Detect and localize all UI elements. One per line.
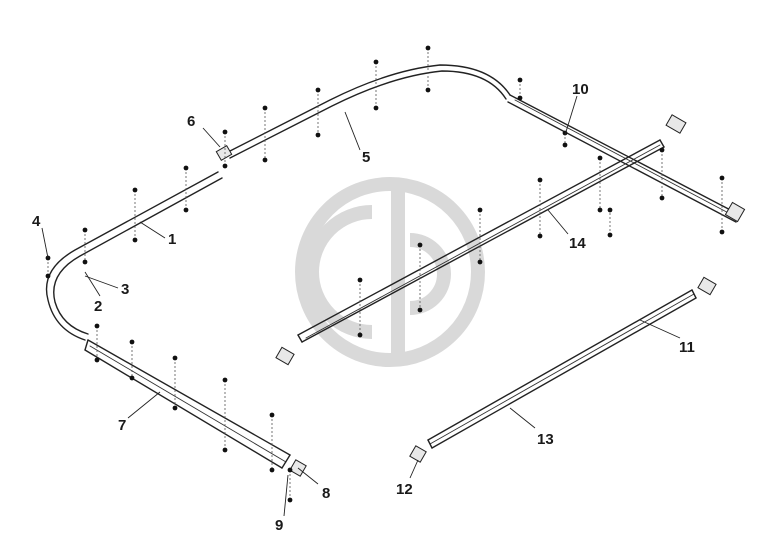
callout-2: 2 — [94, 298, 102, 315]
fastener-head — [517, 77, 523, 83]
fastener-head — [82, 227, 88, 233]
fastener-head — [425, 87, 431, 93]
callout-6: 6 — [187, 113, 195, 130]
fastener-head — [222, 377, 228, 383]
fastener-head — [287, 497, 293, 503]
fastener-head — [183, 207, 189, 213]
callout-11: 11 — [679, 339, 695, 356]
fastener-head — [659, 147, 665, 153]
fastener-head — [287, 467, 293, 473]
callout-1: 1 — [168, 231, 176, 248]
fastener-head — [183, 165, 189, 171]
fastener-head — [562, 142, 568, 148]
fastener-head — [659, 195, 665, 201]
fastener-head — [425, 45, 431, 51]
rail-11 — [427, 289, 697, 449]
callout-14: 14 — [569, 235, 586, 252]
fastener-head — [45, 273, 51, 279]
callout-5: 5 — [362, 149, 370, 166]
leader-lines — [41, 95, 681, 517]
callout-3: 3 — [121, 281, 129, 298]
fastener-head — [537, 177, 543, 183]
fastener-head — [129, 339, 135, 345]
fastener-head — [597, 155, 603, 161]
callout-10: 10 — [572, 81, 589, 98]
fastener-head — [269, 467, 275, 473]
callout-9: 9 — [275, 517, 283, 534]
fastener-head — [315, 87, 321, 93]
callout-4: 4 — [32, 213, 41, 230]
callout-13: 13 — [537, 431, 554, 448]
fastener-head — [262, 105, 268, 111]
callout-12: 12 — [396, 481, 413, 498]
part-6-strip — [215, 144, 233, 162]
fastener-head — [269, 412, 275, 418]
brackets — [275, 114, 717, 477]
fastener-head — [315, 132, 321, 138]
fasteners — [45, 45, 725, 503]
fastener-head — [222, 163, 228, 169]
rail-14 — [297, 139, 665, 343]
fastener-head — [607, 232, 613, 238]
callout-8: 8 — [322, 485, 330, 502]
fastener-head — [719, 175, 725, 181]
fastener-head — [172, 405, 178, 411]
fastener-head — [357, 277, 363, 283]
upper-curved-rail — [45, 64, 511, 341]
logo-watermark-icon — [295, 177, 485, 367]
fastener-head — [172, 355, 178, 361]
fastener-head — [517, 95, 523, 101]
fastener-head — [417, 242, 423, 248]
rail-10 — [507, 94, 746, 223]
fastener-head — [222, 129, 228, 135]
fastener-head — [222, 447, 228, 453]
fastener-head — [132, 237, 138, 243]
fastener-head — [82, 259, 88, 265]
fastener-head — [262, 157, 268, 163]
rail-7 — [84, 339, 291, 469]
fastener-head — [94, 357, 100, 363]
fastener-head — [373, 105, 379, 111]
fastener-head — [129, 375, 135, 381]
fastener-head — [94, 323, 100, 329]
fastener-head — [537, 233, 543, 239]
fastener-head — [373, 59, 379, 65]
fastener-head — [477, 207, 483, 213]
fastener-head — [417, 307, 423, 313]
callout-7: 7 — [118, 417, 126, 434]
fastener-head — [132, 187, 138, 193]
fastener-head — [357, 332, 363, 338]
fastener-head — [719, 229, 725, 235]
fastener-head — [607, 207, 613, 213]
fastener-head — [477, 259, 483, 265]
fastener-head — [597, 207, 603, 213]
